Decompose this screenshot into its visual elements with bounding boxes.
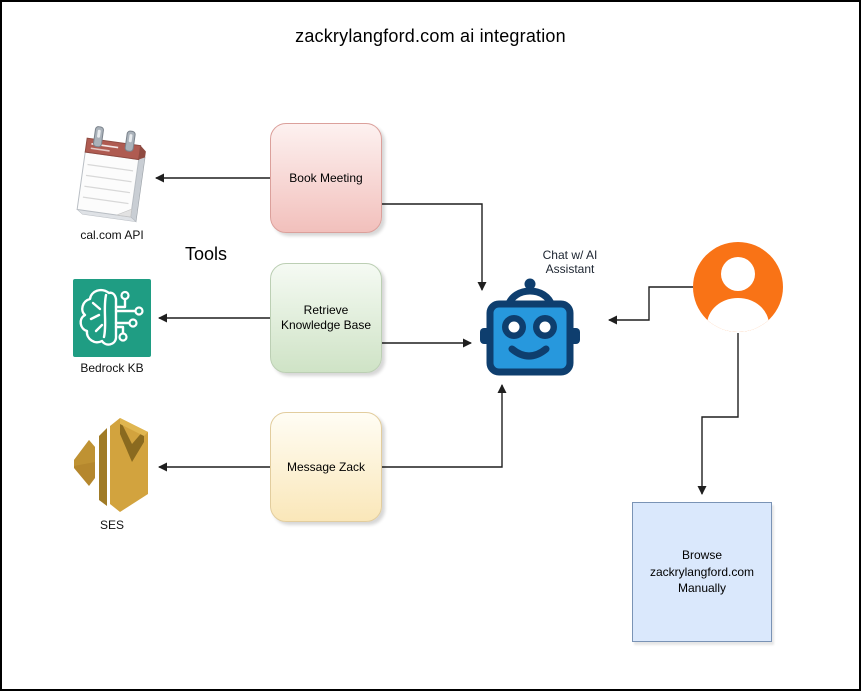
tools-section-label: Tools (185, 244, 228, 264)
bedrock-kb-label: Bedrock KB (80, 361, 144, 375)
assistant-label: Chat w/ AI Assistant (542, 248, 598, 277)
node-bedrock-kb[interactable]: Bedrock KB (60, 279, 164, 375)
message-zack-label: Message Zack (286, 459, 366, 474)
connector-user-to-assistant (608, 286, 693, 325)
cal-api-label: cal.com API (80, 228, 144, 242)
node-cal-api[interactable]: cal.com API (60, 122, 164, 242)
book-meeting-label: Book Meeting (289, 170, 363, 185)
aws-ses-icon (74, 418, 148, 512)
bedrock-brain-icon (73, 279, 151, 357)
diagram-title: zackrylangford.com ai integration (295, 26, 566, 46)
connector-user-to-browse (697, 333, 739, 495)
person-icon[interactable] (692, 241, 784, 333)
tool-box-retrieve-knowledge-base[interactable]: Retrieve Knowledge Base (270, 263, 382, 373)
retrieve-knowledge-base-label: Retrieve Knowledge Base (280, 303, 372, 332)
tool-box-message-zack[interactable]: Message Zack (270, 412, 382, 522)
node-ses[interactable]: SES (60, 416, 164, 532)
tool-box-book-meeting[interactable]: Book Meeting (270, 123, 382, 233)
connector-message-zack-to-assistant (382, 384, 507, 468)
browse-manually-label: Browse zackrylangford.com Manually (649, 547, 755, 596)
connector-book-meeting-to-assistant (382, 203, 487, 291)
robot-icon[interactable] (478, 276, 582, 378)
ses-label: SES (99, 518, 124, 532)
calendar-icon (76, 126, 146, 223)
browse-manually-box[interactable]: Browse zackrylangford.com Manually (632, 502, 772, 642)
